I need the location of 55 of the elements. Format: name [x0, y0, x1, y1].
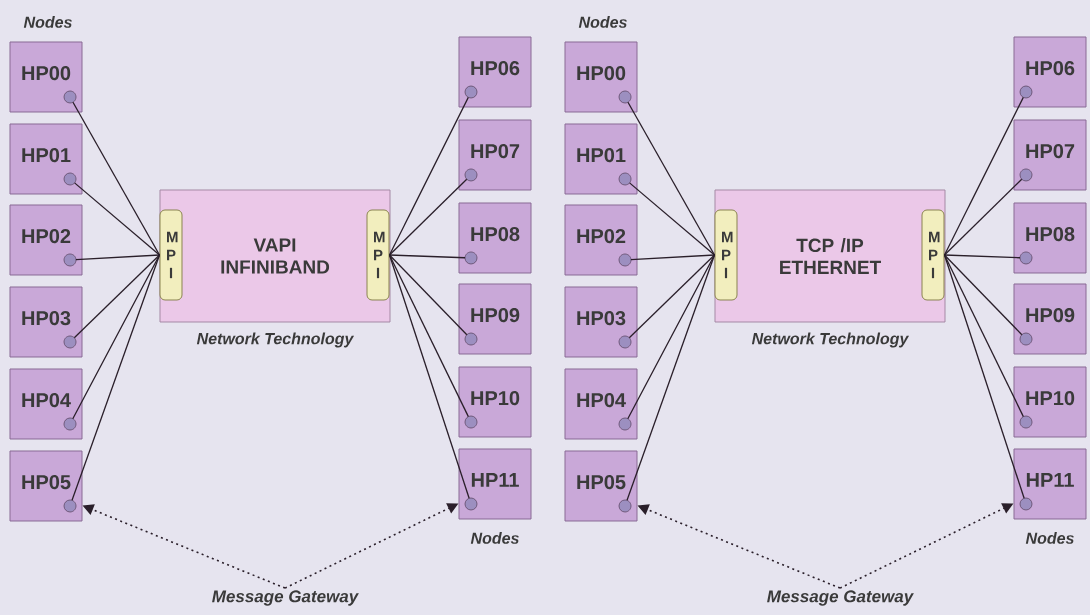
interface-pill: M P I — [921, 209, 945, 301]
connector-line — [943, 254, 1023, 336]
group-label: Nodes — [470, 532, 519, 544]
gateway-label: Message Gateway — [767, 590, 914, 606]
node-box: HP03 — [564, 286, 638, 358]
node-box: HP01 — [564, 123, 638, 195]
node-box: HP04 — [9, 368, 83, 440]
node-box: HP02 — [9, 204, 83, 276]
connector-line — [71, 254, 161, 501]
connector-line — [628, 182, 716, 256]
connector-line — [388, 254, 468, 336]
node-box: HP00 — [564, 41, 638, 113]
connector-line — [72, 101, 161, 256]
connector-line — [630, 254, 716, 261]
node-box: HP07 — [458, 119, 532, 191]
node-box: HP10 — [1013, 366, 1087, 438]
node-box: HP05 — [9, 450, 83, 522]
connector-line — [943, 254, 1021, 259]
connector-line — [73, 254, 161, 339]
node-label: Network Technology — [751, 332, 910, 348]
node-box: HP01 — [9, 123, 83, 195]
node-box: HP10 — [458, 366, 532, 438]
node-box: HP08 — [458, 202, 532, 274]
connector-line — [72, 254, 161, 420]
connector-line — [388, 254, 466, 259]
connector-line — [388, 178, 468, 256]
interface-pill: M P I — [366, 209, 390, 301]
node-label: Network Technology — [196, 332, 355, 348]
node-box: HP07 — [1013, 119, 1087, 191]
node-box: HP11 — [458, 448, 532, 520]
node-box: HP00 — [9, 41, 83, 113]
connector-line — [943, 96, 1024, 256]
connector-line — [626, 254, 716, 501]
node-box: HP05 — [564, 450, 638, 522]
connector-line — [943, 254, 1025, 499]
gateway-label: Message Gateway — [212, 590, 359, 606]
node-box: HP06 — [1013, 36, 1087, 108]
connector-line — [388, 254, 470, 499]
node-box: HP04 — [564, 368, 638, 440]
node-box: HP09 — [458, 283, 532, 355]
node-box: HP02 — [564, 204, 638, 276]
connector-line — [388, 96, 469, 256]
connector-line — [75, 254, 161, 261]
node-box: HP03 — [9, 286, 83, 358]
connector-line — [943, 178, 1023, 256]
interface-pill: M P I — [159, 209, 183, 301]
connector-line — [627, 101, 716, 256]
node-box: HP08 — [1013, 202, 1087, 274]
interface-pill: M P I — [714, 209, 738, 301]
node-box: HP09 — [1013, 283, 1087, 355]
connector-line — [73, 182, 161, 256]
node-box: HP06 — [458, 36, 532, 108]
connector-line — [628, 254, 716, 339]
connector-line — [627, 254, 716, 420]
node-box: HP11 — [1013, 448, 1087, 520]
